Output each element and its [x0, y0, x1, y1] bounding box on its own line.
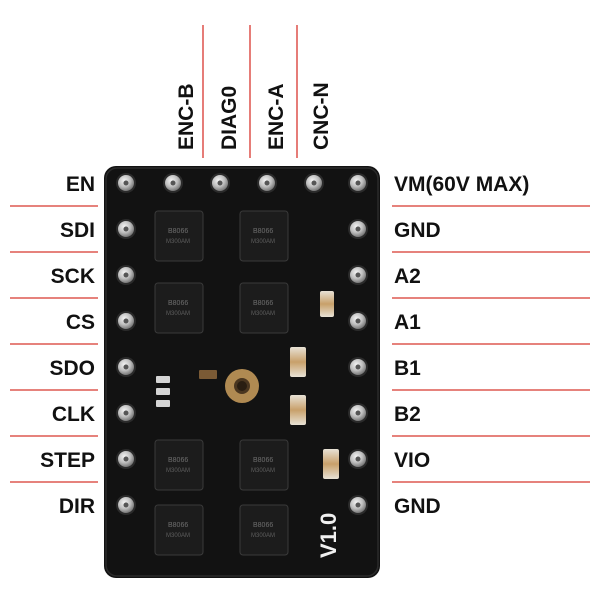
capacitor — [320, 291, 334, 317]
mosfet-chip-7: B8066 M300AM — [154, 504, 204, 556]
pin-sdi — [116, 219, 136, 239]
top-header-pin — [304, 173, 324, 193]
pin-label-cs: CS — [66, 311, 95, 334]
pin-label-b1: B1 — [394, 357, 421, 380]
pin-label-vm-60v-max: VM(60V MAX) — [394, 173, 529, 196]
chip-marking-2: M300AM — [166, 239, 190, 245]
chip-marking-2: M300AM — [251, 311, 275, 317]
left-header-pins — [116, 173, 136, 515]
heatsink-pad — [225, 369, 259, 403]
pin-vio — [348, 449, 368, 469]
version-label: V1.0 — [316, 513, 341, 558]
top-pin-labels: ENC-B DIAG0 ENC-A CNC-N — [175, 25, 333, 158]
pin-b2 — [348, 403, 368, 423]
pin-label-step: STEP — [40, 449, 95, 472]
driver-board: B8066 M300AM B8066 M300AM B8066 M300AM B… — [104, 166, 380, 578]
pin-dir — [116, 495, 136, 515]
pin-label-enc-b: ENC-B — [175, 84, 198, 151]
pin-sdo — [116, 357, 136, 377]
left-pin-labels: EN SDI SCK CS SDO CLK STEP DIR — [10, 173, 98, 518]
pin-b1 — [348, 357, 368, 377]
chip-marking-2: M300AM — [251, 468, 275, 474]
pin-sck — [116, 265, 136, 285]
pin-clk — [116, 403, 136, 423]
resistor — [156, 376, 170, 383]
pin-label-b2: B2 — [394, 403, 421, 426]
chip-marking-2: M300AM — [251, 239, 275, 245]
chip-marking-1: B8066 — [168, 457, 188, 464]
pin-label-gnd: GND — [394, 495, 441, 518]
chip-marking-2: M300AM — [166, 311, 190, 317]
capacitor — [290, 395, 306, 425]
top-header-pin — [210, 173, 230, 193]
pin-label-en: EN — [66, 173, 95, 196]
pin-vm-60v-max — [348, 173, 368, 193]
pin-gnd — [348, 495, 368, 515]
chip-marking-1: B8066 — [253, 228, 273, 235]
chip-marking-1: B8066 — [253, 457, 273, 464]
mosfet-chip-8: B8066 M300AM — [239, 504, 289, 556]
chip-marking-2: M300AM — [251, 533, 275, 539]
capacitor — [290, 347, 306, 377]
resistor — [156, 400, 170, 407]
chip-marking-1: B8066 — [168, 228, 188, 235]
pin-step — [116, 449, 136, 469]
top-header-pin — [257, 173, 277, 193]
pin-label-gnd: GND — [394, 219, 441, 242]
pin-en — [116, 173, 136, 193]
pin-label-clk: CLK — [52, 403, 95, 426]
pcb-edge-highlight — [105, 167, 379, 577]
pin-label-sdo: SDO — [49, 357, 95, 380]
chip-marking-1: B8066 — [253, 300, 273, 307]
pin-label-dir: DIR — [59, 495, 95, 518]
pin-label-a2: A2 — [394, 265, 421, 288]
pin-label-enc-a: ENC-A — [265, 84, 288, 151]
pin-a2 — [348, 265, 368, 285]
pin-a1 — [348, 311, 368, 331]
capacitor — [323, 449, 339, 479]
mosfet-chip-6: B8066 M300AM — [239, 439, 289, 491]
pin-label-sdi: SDI — [60, 219, 95, 242]
pin-cs — [116, 311, 136, 331]
chip-marking-1: B8066 — [168, 300, 188, 307]
pin-label-vio: VIO — [394, 449, 430, 472]
right-header-pins — [348, 173, 368, 515]
chip-marking-1: B8066 — [253, 522, 273, 529]
top-header-pin — [163, 173, 183, 193]
pin-label-sck: SCK — [51, 265, 95, 288]
resistor — [199, 370, 217, 379]
smd-capacitors — [156, 291, 339, 479]
mosfet-chip-5: B8066 M300AM — [154, 439, 204, 491]
pin-label-diag0: DIAG0 — [218, 86, 241, 150]
mosfet-chip-2: B8066 M300AM — [239, 210, 289, 262]
mosfet-chip-3: B8066 M300AM — [154, 282, 204, 334]
pin-gnd — [348, 219, 368, 239]
chip-marking-2: M300AM — [166, 533, 190, 539]
pin-label-a1: A1 — [394, 311, 421, 334]
chip-marking-1: B8066 — [168, 522, 188, 529]
resistor — [156, 388, 170, 395]
chip-marking-2: M300AM — [166, 468, 190, 474]
mosfet-chip-4: B8066 M300AM — [239, 282, 289, 334]
top-header-pins — [163, 173, 324, 193]
mosfet-chip-1: B8066 M300AM — [154, 210, 204, 262]
pin-label-cnc-n: CNC-N — [310, 82, 333, 150]
